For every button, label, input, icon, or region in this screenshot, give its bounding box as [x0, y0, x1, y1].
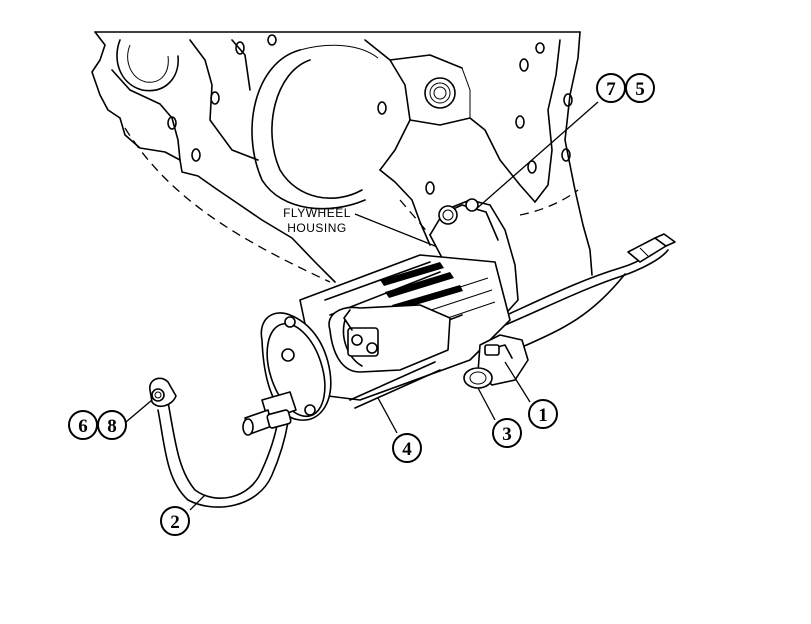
- callout-number: 7: [606, 79, 616, 100]
- callout-1: 1: [528, 399, 558, 429]
- callout-circle: [625, 73, 655, 103]
- flywheel-housing-label: FLYWHEEL HOUSING: [283, 206, 441, 249]
- callout-number: 3: [502, 424, 512, 445]
- callout-number: 4: [402, 439, 412, 460]
- callout-circle: [97, 410, 127, 440]
- wiring-harness: [499, 233, 676, 349]
- callout-7: 7: [596, 73, 626, 103]
- callout-circle: [160, 506, 190, 536]
- battery-cable: [149, 377, 292, 508]
- callout-circle: [392, 433, 422, 463]
- callout-3: 3: [492, 418, 522, 448]
- flywheel-housing: [91, 31, 593, 283]
- callout-4: 4: [392, 433, 422, 463]
- callout-number: 2: [170, 512, 180, 533]
- callout-number: 5: [635, 79, 645, 100]
- callout-6: 6: [68, 410, 98, 440]
- starter-ribs: [380, 262, 496, 325]
- callout-2: 2: [160, 506, 190, 536]
- callout-leaders: [125, 101, 599, 511]
- housing-label-line1: FLYWHEEL: [283, 206, 351, 220]
- callout-8: 8: [97, 410, 127, 440]
- callout-5: 5: [625, 73, 655, 103]
- callout-circle: [528, 399, 558, 429]
- starter-motor: [242, 198, 529, 436]
- housing-label-line2: HOUSING: [287, 221, 347, 235]
- housing-bolt-holes: [167, 34, 573, 195]
- callout-number: 6: [78, 416, 88, 437]
- callout-number: 8: [107, 416, 117, 437]
- callout-circle: [492, 418, 522, 448]
- callout-number: 1: [538, 405, 548, 426]
